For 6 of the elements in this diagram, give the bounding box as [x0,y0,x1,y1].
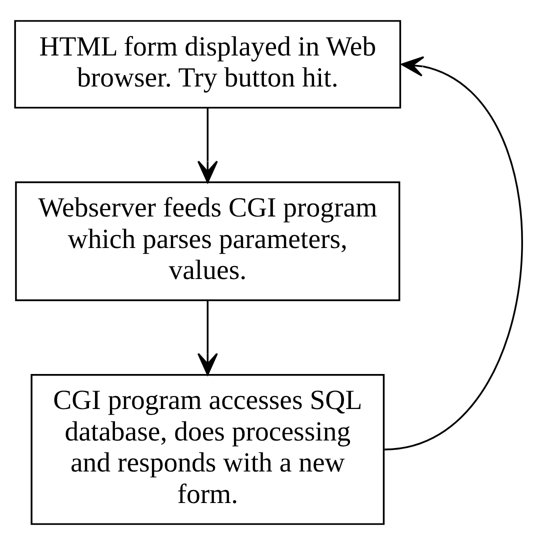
node-box: HTML form displayed in Web browser. Try button hit. [14,20,402,108]
node-box: CGI program accesses SQL database, does processing and responds with a new form. [30,374,385,524]
arrow [384,56,522,450]
arrow [197,108,218,183]
node-box: Webserver feeds CGI program which parses parameters, values. [15,180,400,301]
arrow [197,300,218,375]
